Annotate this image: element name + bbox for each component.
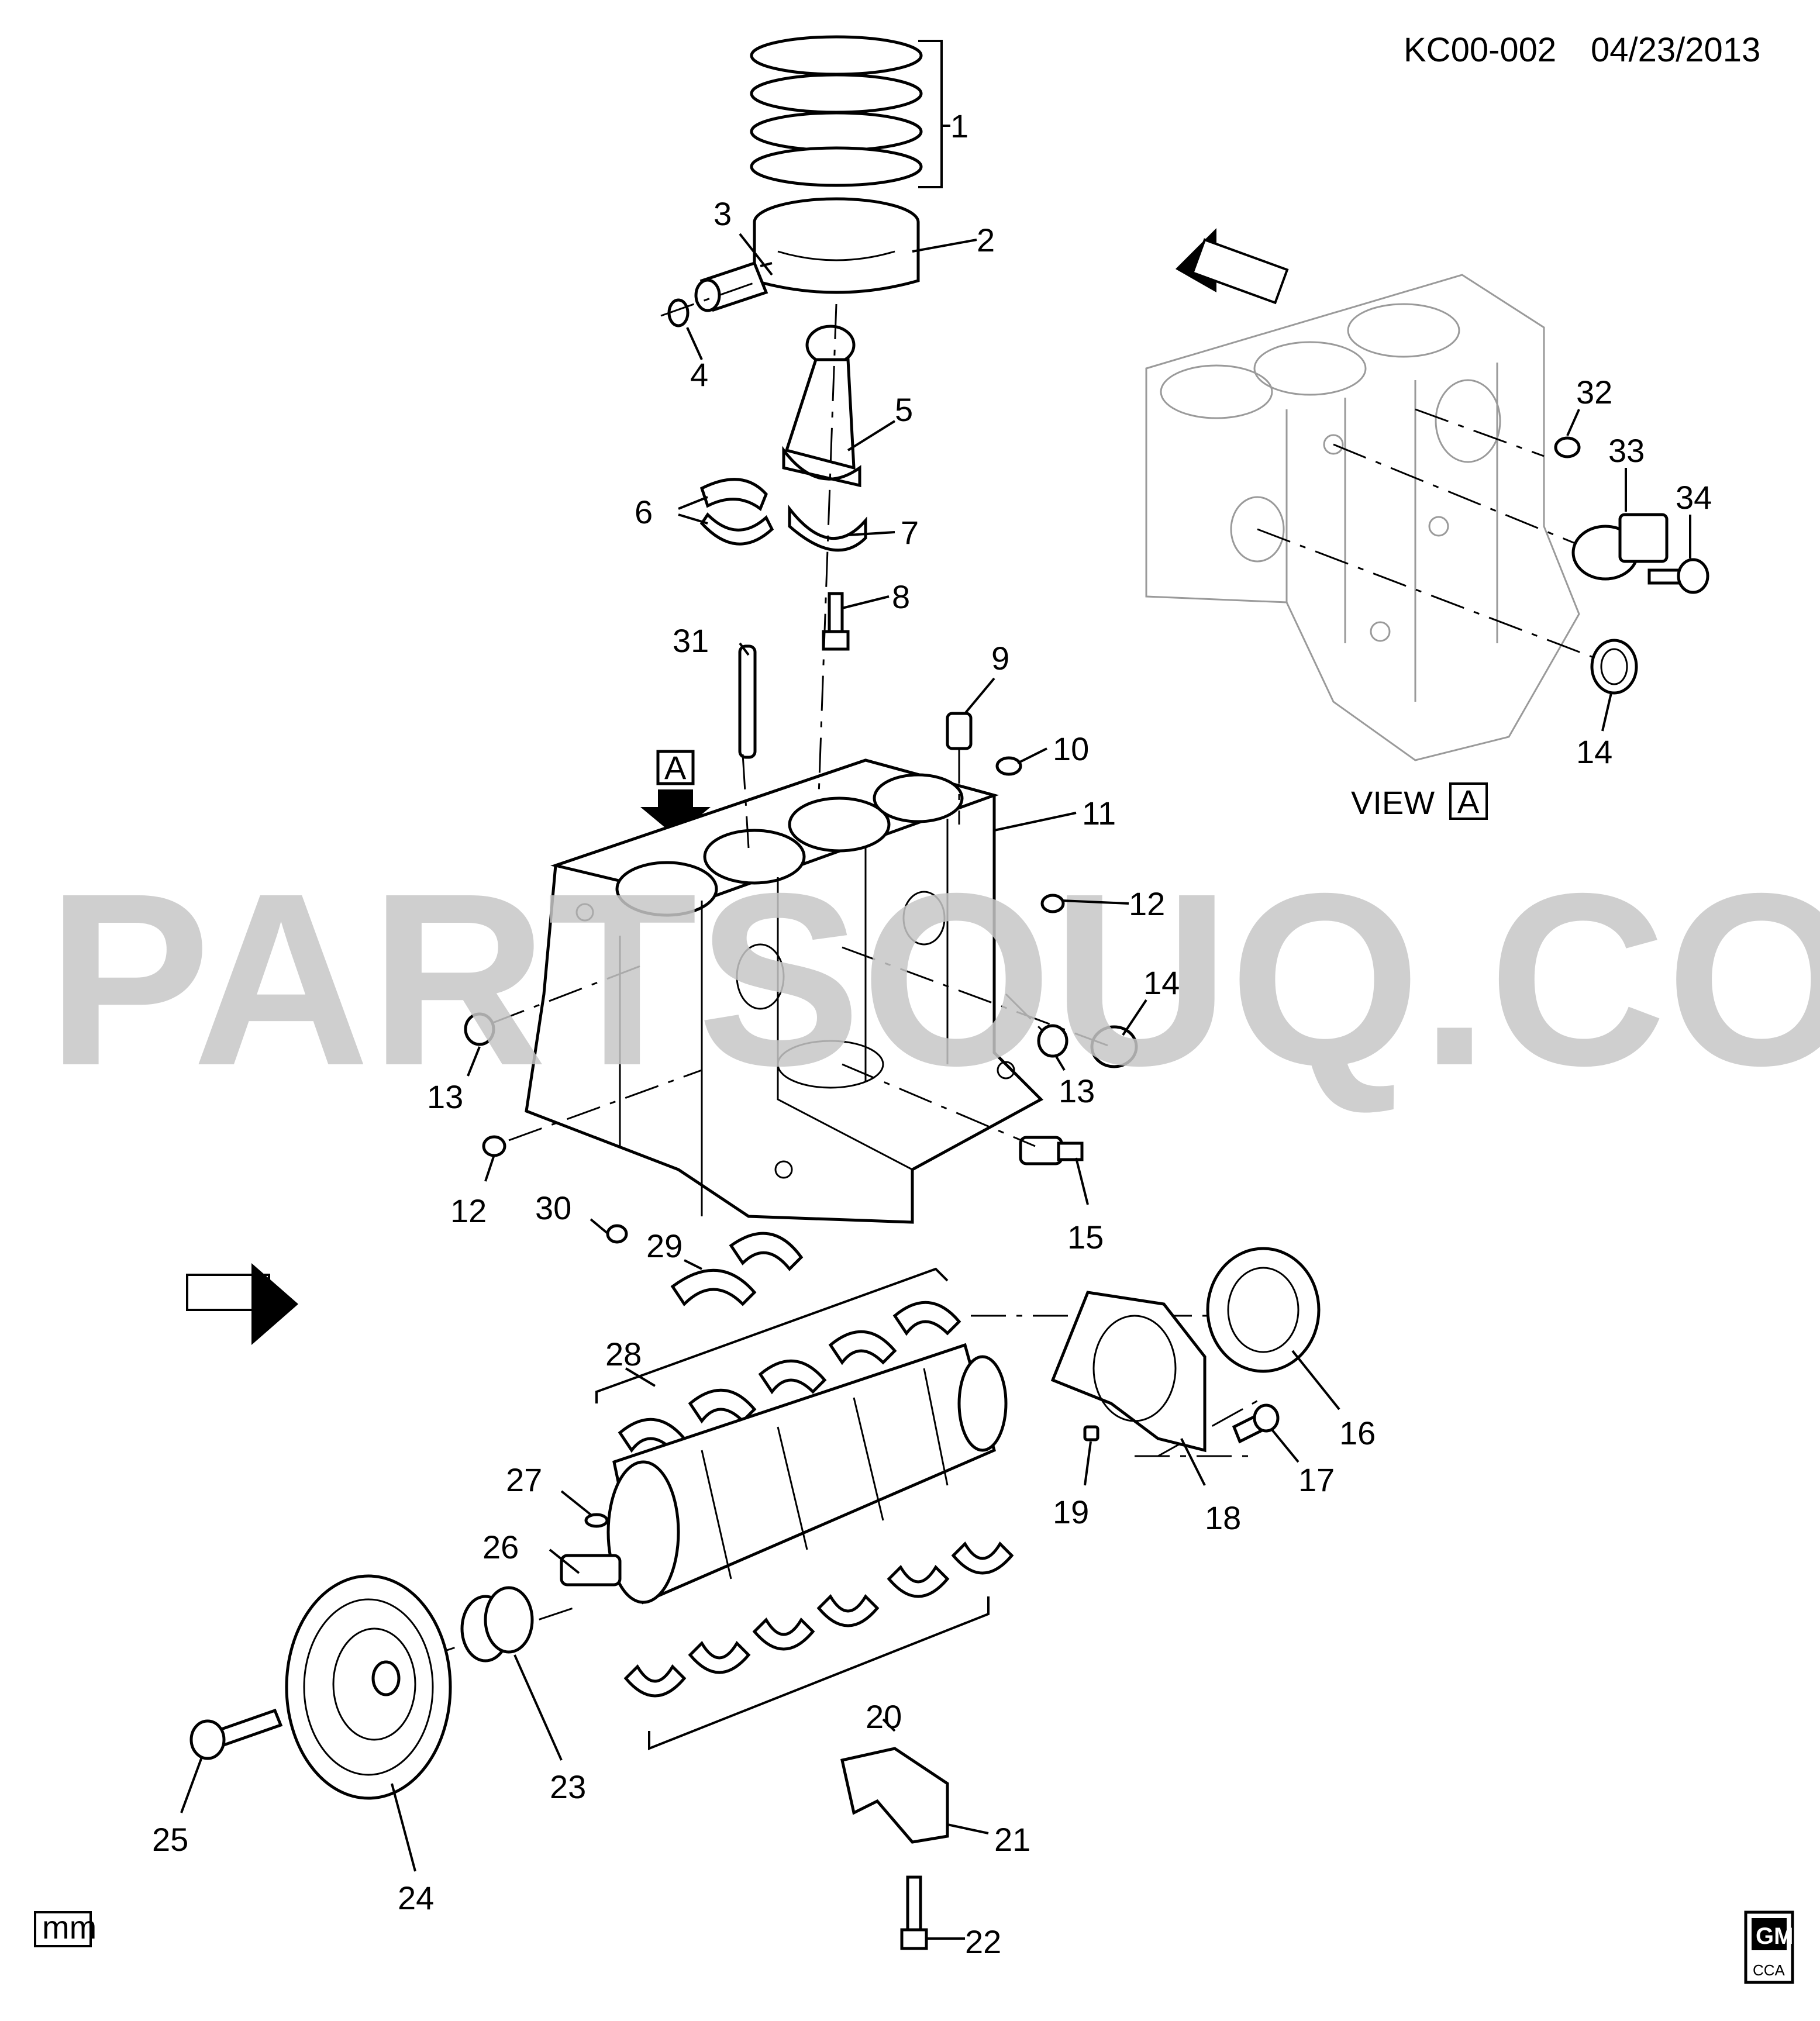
unit-box: mm <box>34 1909 96 1947</box>
callout-25: 25 <box>152 1821 188 1858</box>
rod-bearings <box>699 478 774 546</box>
plug-12-right <box>1040 894 1065 913</box>
seal-ring-14 <box>1090 1025 1138 1068</box>
engine-block <box>525 758 1044 1224</box>
lower-main-bearings <box>623 1541 1014 1750</box>
leader-lines <box>180 125 1691 1940</box>
callout-13-left: 13 <box>427 1078 463 1115</box>
callout-14: 14 <box>1143 964 1180 1001</box>
main-bearing-cap <box>840 1747 949 1844</box>
rear-main-seal <box>1206 1247 1321 1373</box>
seal-ring-14-view-a <box>1590 639 1638 695</box>
upper-main-bearings <box>595 1267 961 1453</box>
crankshaft-balancer <box>285 1574 452 1800</box>
diagram-code: KC00-002 <box>1404 31 1556 69</box>
callout-2: 2 <box>977 222 995 258</box>
callout-28: 28 <box>605 1336 642 1372</box>
callout-17: 17 <box>1298 1461 1335 1498</box>
callout-6: 6 <box>635 494 653 530</box>
rod-bolt <box>822 592 850 651</box>
seal-housing-bolt <box>1232 1403 1280 1444</box>
sensor-15 <box>1019 1136 1084 1165</box>
diagram-date: 04/23/2013 <box>1591 31 1760 69</box>
svg-text:CCA: CCA <box>1753 1961 1785 1979</box>
balancer-bolt <box>189 1708 283 1760</box>
block-dowel <box>946 712 973 750</box>
knock-sensor-33 <box>1571 513 1669 581</box>
gm-logo: GM CCA <box>1744 1910 1794 1984</box>
connecting-rod <box>782 325 861 488</box>
svg-text:GM: GM <box>1756 1923 1793 1949</box>
view-a-arrow: A <box>640 749 711 836</box>
plug-30 <box>606 1224 628 1244</box>
housing-dowel-pin <box>1083 1425 1099 1441</box>
callout-33: 33 <box>1608 432 1645 469</box>
svg-text:VIEW: VIEW <box>1351 784 1435 821</box>
svg-text:A: A <box>664 749 687 786</box>
callout-7: 7 <box>901 514 919 551</box>
plug-32 <box>1554 436 1581 458</box>
callout-20: 20 <box>866 1698 902 1735</box>
callout-34: 34 <box>1676 479 1712 516</box>
svg-text:A: A <box>1457 783 1480 820</box>
piston <box>753 197 920 294</box>
crankshaft <box>560 1343 1008 1605</box>
callout-4: 4 <box>690 356 708 393</box>
callout-18: 18 <box>1205 1499 1241 1536</box>
callout-11: 11 <box>1082 795 1116 832</box>
callout-24: 24 <box>398 1879 434 1916</box>
callout-16: 16 <box>1339 1415 1376 1451</box>
plug-12-left <box>482 1135 506 1157</box>
rear-main-seal-housing <box>1050 1291 1207 1453</box>
callout-12-right: 12 <box>1129 885 1165 922</box>
callout-8: 8 <box>892 578 910 615</box>
callout-labels: 1 2 3 4 5 6 7 8 9 10 11 12 12 13 13 14 1… <box>152 108 1712 1960</box>
svg-text:mm: mm <box>42 1909 96 1946</box>
callout-10: 10 <box>1053 730 1089 767</box>
callout-27: 27 <box>506 1461 542 1498</box>
callout-12-left: 12 <box>450 1192 487 1229</box>
main-cap-bolt <box>900 1875 928 1950</box>
callout-30: 30 <box>535 1189 571 1226</box>
front-direction-icon-left <box>186 1263 298 1345</box>
cylinder-head-dowel-rod <box>738 644 757 759</box>
core-plug-13-right <box>1037 1024 1068 1058</box>
rod-cap <box>788 504 867 552</box>
crankshaft-key <box>584 1513 609 1528</box>
sensor-bolt-34 <box>1647 558 1709 594</box>
callout-32: 32 <box>1576 374 1612 411</box>
crankshaft-sprocket <box>460 1586 534 1663</box>
callout-9: 9 <box>991 640 1009 677</box>
callout-22: 22 <box>965 1923 1001 1960</box>
callout-13-right: 13 <box>1059 1072 1095 1109</box>
block-plug-10 <box>995 756 1022 776</box>
piston-pin <box>694 261 768 312</box>
core-plug-13-left <box>464 1012 495 1046</box>
view-a-label: VIEW A <box>1351 782 1488 821</box>
callout-21: 21 <box>994 1821 1030 1858</box>
callout-1: 1 <box>950 108 968 144</box>
callout-19: 19 <box>1053 1494 1089 1530</box>
pin-retainer <box>667 298 690 327</box>
thrust-bearings <box>670 1232 804 1306</box>
view-a-block-detail <box>1145 274 1580 761</box>
callout-31: 31 <box>673 622 709 659</box>
callout-5: 5 <box>895 391 913 428</box>
callout-23: 23 <box>550 1768 586 1805</box>
callout-15: 15 <box>1067 1219 1104 1256</box>
piston-rings <box>750 35 943 188</box>
callout-14-view-a: 14 <box>1576 733 1612 770</box>
callout-26: 26 <box>482 1529 519 1565</box>
callout-3: 3 <box>713 195 732 232</box>
front-direction-icon-right <box>1176 228 1289 305</box>
callout-29: 29 <box>646 1227 682 1264</box>
watermark: PARTSOUQ.COM <box>47 843 1820 1117</box>
